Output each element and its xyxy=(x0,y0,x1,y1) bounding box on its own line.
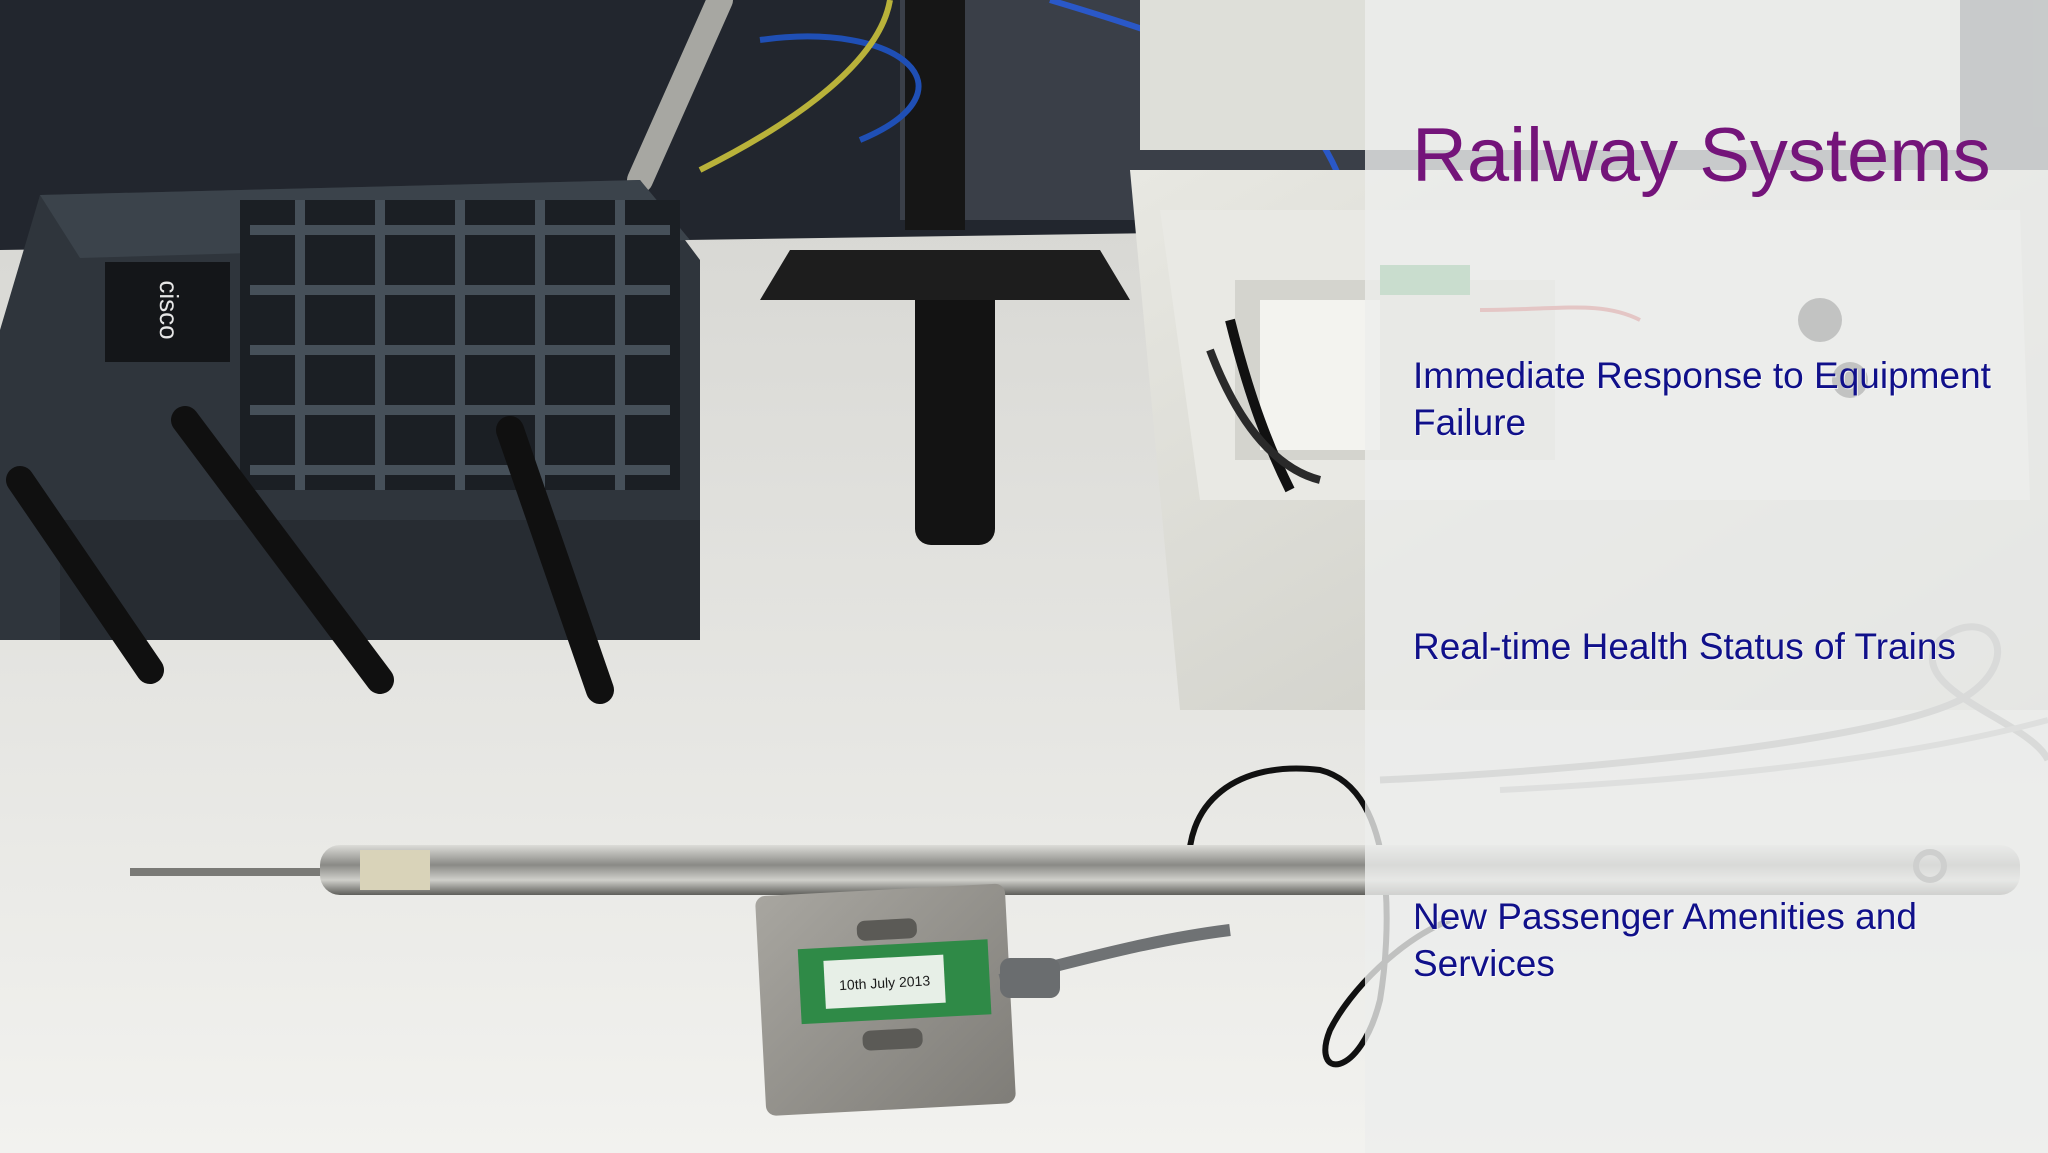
text-panel-overlay xyxy=(1365,0,2048,1153)
slide-title: Railway Systems xyxy=(1412,113,1991,198)
bullet-equipment-failure: Immediate Response to Equipment Failure xyxy=(1413,355,1991,443)
bullet-passenger-amenities: New Passenger Amenities and Services xyxy=(1413,896,1917,984)
load-cell-date-label: 10th July 2013 xyxy=(839,972,931,993)
bullet-train-health-status: Real-time Health Status of Trains xyxy=(1413,626,1956,667)
router-brand: cisco xyxy=(154,280,184,339)
